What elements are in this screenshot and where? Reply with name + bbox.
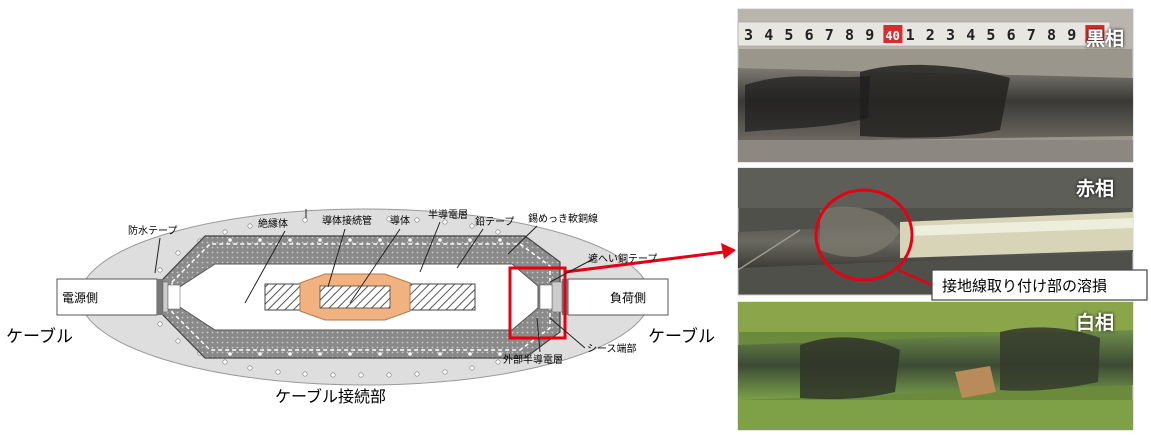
ruler-digit: 2	[926, 26, 935, 44]
label-semiconductive-layer: 半導電層	[428, 208, 468, 221]
label-tinned-copper-wire: 錫めっき軟銅線	[528, 212, 598, 225]
ruler-digit: 8	[1047, 26, 1056, 44]
annotation-box	[931, 269, 1148, 301]
label-black-phase: 黒相	[1086, 28, 1125, 50]
ruler-digit: 6	[1007, 26, 1016, 44]
ruler-digit: 1	[906, 26, 915, 44]
ruler-mark-highlight	[883, 25, 903, 43]
photo-white-phase	[737, 301, 1134, 431]
label-conductor: 導体	[390, 214, 410, 227]
label-copper-shield-tape: 遮へい銅テープ	[588, 252, 657, 265]
ruler-digit: 4	[764, 26, 773, 44]
photo-red-phase: 接地線取り付け部の溶損	[737, 167, 1148, 301]
label-cable-left: ケーブル	[6, 326, 73, 347]
label-red-phase: 赤相	[1076, 178, 1115, 200]
source-cable	[56, 278, 158, 316]
ruler-digit: 40	[885, 29, 899, 43]
label-conductor-sleeve: 導体接続管	[322, 214, 372, 227]
label-lead-tape: 鉛テープ	[475, 215, 514, 228]
label-source-side: 電源側	[62, 291, 98, 305]
damage-leader	[897, 268, 933, 287]
lead-tape-dots	[228, 238, 502, 356]
ruler-digit: 9	[865, 26, 874, 44]
label-cable-right: ケーブル	[648, 326, 715, 347]
ruler-digit: 8	[845, 26, 854, 44]
pointer-arrow-head	[721, 243, 736, 259]
ruler-digit: 7	[825, 26, 834, 44]
highlight-box	[508, 266, 567, 340]
label-insulator: 絶縁体	[258, 217, 288, 230]
ruler	[737, 21, 1111, 47]
damage-circle	[814, 188, 914, 282]
label-white-phase: 白相	[1076, 312, 1115, 334]
ruler-digit: 5	[784, 26, 793, 44]
pointer-arrow-line	[564, 250, 725, 274]
ruler-digit: 3	[744, 26, 753, 44]
semiconductive-outline	[171, 243, 551, 351]
label-sheath-end: シース端部	[587, 342, 637, 355]
ruler-digit: 4	[966, 26, 975, 44]
ruler-digit: 6	[805, 26, 814, 44]
ruler-digit: 3	[946, 26, 955, 44]
annotation-text: 接地線取り付け部の溶損	[942, 277, 1107, 295]
label-load-side: 負荷側	[610, 291, 646, 305]
label-outer-semiconductive-layer: 外部半導電層	[503, 353, 563, 366]
ruler-digit: 50	[1087, 29, 1101, 43]
ruler-digit: 5	[986, 26, 995, 44]
leader-lines	[154, 209, 596, 353]
ruler-digit: 7	[1027, 26, 1036, 44]
load-cable	[567, 278, 669, 316]
ruler-mark-highlight	[1085, 25, 1105, 43]
diagram-title: ケーブル接続部	[275, 387, 386, 406]
label-waterproof-tape: 防水テープ	[128, 224, 177, 237]
ruler-digit: 9	[1067, 26, 1076, 44]
